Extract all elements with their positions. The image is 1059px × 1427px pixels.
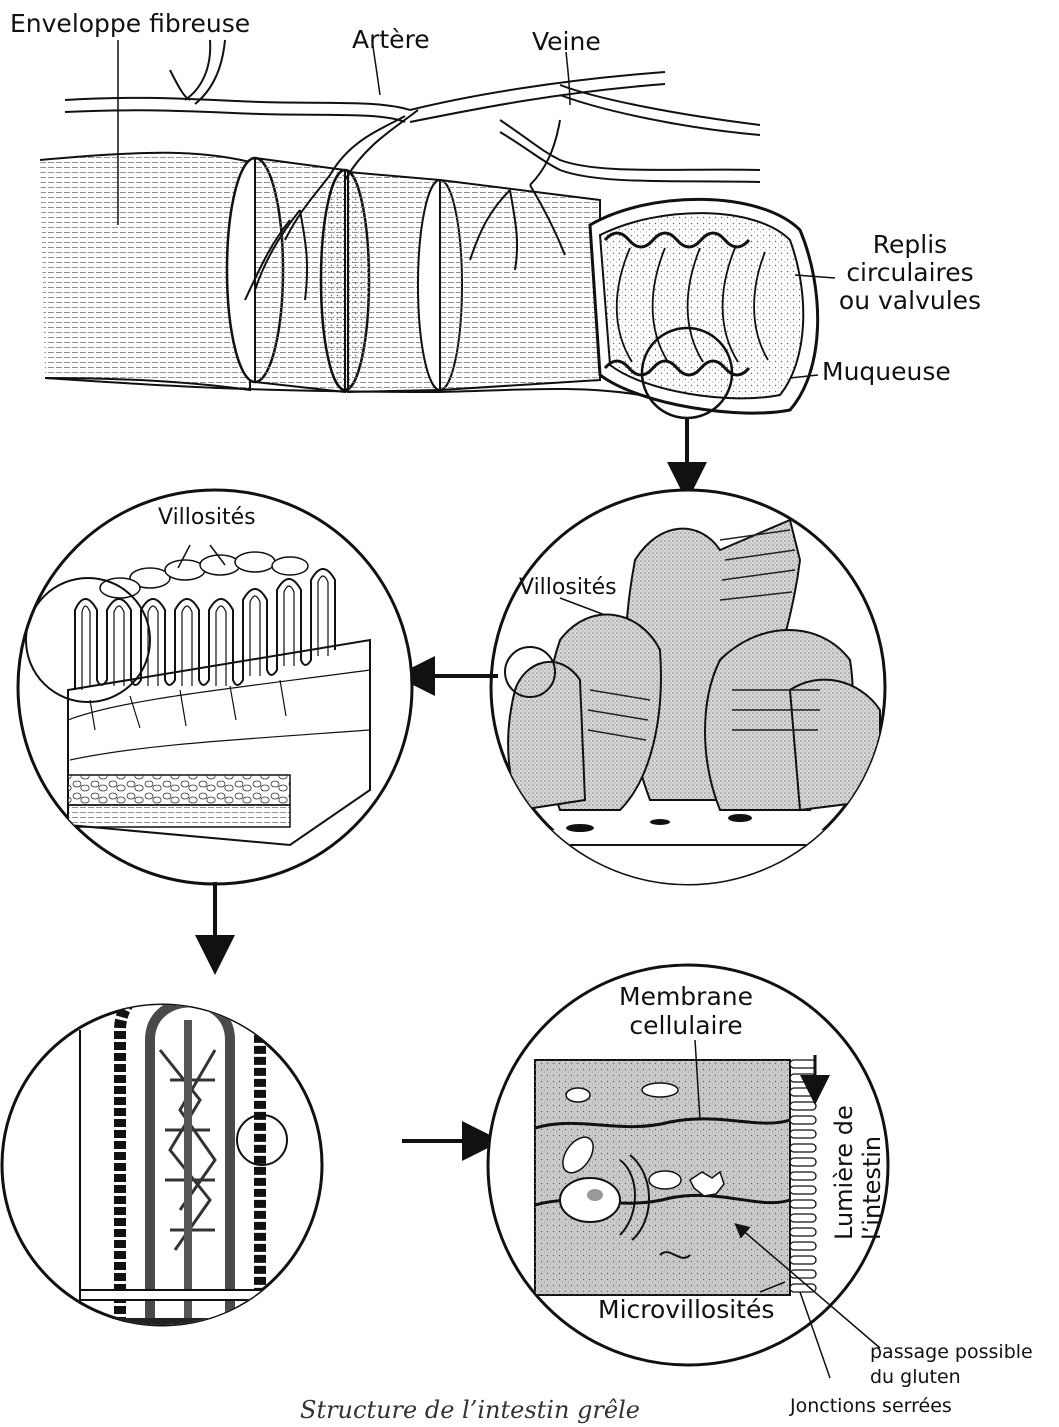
label-microvillosites: Microvillosités xyxy=(598,1295,774,1324)
label-muqueuse: Muqueuse xyxy=(822,357,951,386)
label-replis-2: circulaires xyxy=(846,258,973,287)
intestine-tube xyxy=(40,40,818,418)
label-lumiere-1: Lumière de xyxy=(830,1105,858,1240)
label-lumiere-2: l’intestin xyxy=(858,1136,886,1240)
label-replis-3: ou valvules xyxy=(839,286,981,315)
label-membrane-1: Membrane xyxy=(619,982,753,1011)
label-passage-1: passage possible xyxy=(870,1341,1033,1363)
circle-villi-closeup xyxy=(480,490,900,900)
label-passage-2: du gluten xyxy=(870,1366,961,1388)
label-replis-1: Replis xyxy=(873,230,947,259)
figure-caption: Structure de l’intestin grêle xyxy=(300,1396,640,1424)
label-veine: Veine xyxy=(532,27,601,56)
label-villosites-right: Villosités xyxy=(519,575,617,600)
label-villosites-left: Villosités xyxy=(158,505,256,530)
label-artere: Artère xyxy=(352,25,430,54)
circle-villi-cross-section xyxy=(18,490,412,884)
label-jonctions-serrees: Jonctions serrées xyxy=(789,1395,952,1417)
circle-single-villus xyxy=(2,978,322,1381)
label-enveloppe-fibreuse: Enveloppe fibreuse xyxy=(10,9,250,38)
label-membrane-2: cellulaire xyxy=(629,1011,742,1040)
